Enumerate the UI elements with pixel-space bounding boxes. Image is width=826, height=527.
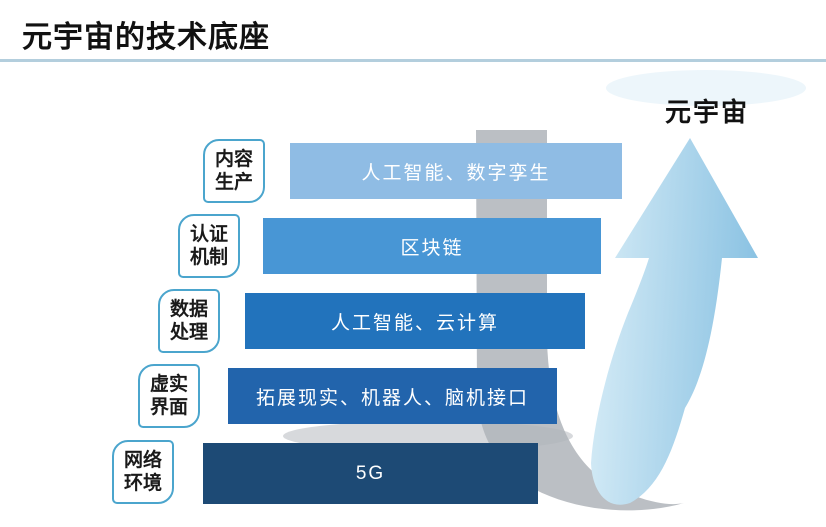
- label-line: 网络: [123, 449, 162, 471]
- layer-bar-data-processing: 人工智能、云计算: [245, 293, 585, 349]
- layer-label-network-environment: 网络 环境: [112, 440, 174, 504]
- layer-bar-text: 5G: [355, 462, 386, 484]
- label-line: 内容: [214, 148, 253, 170]
- label-line: 处理: [169, 322, 208, 343]
- title-underline: [0, 59, 826, 62]
- layer-bar-authentication: 区块链: [263, 218, 601, 274]
- layer-bar-text: 拓展现实、机器人、脑机接口: [255, 387, 529, 409]
- label-line: 数据: [169, 298, 208, 320]
- layer-bar-virtual-real-interface: 拓展现实、机器人、脑机接口: [228, 368, 557, 424]
- layer-bar-text: 区块链: [400, 237, 464, 259]
- layer-label-data-processing: 数据 处理: [158, 289, 220, 353]
- label-line: 环境: [123, 473, 162, 494]
- layer-bar-text: 人工智能、数字孪生: [361, 162, 551, 184]
- label-line: 认证: [189, 223, 228, 245]
- label-line: 生产: [214, 172, 253, 193]
- up-arrow-icon: [591, 138, 758, 505]
- layer-label-virtual-real-interface: 虚实 界面: [138, 364, 200, 428]
- haze-glow: [606, 70, 806, 106]
- metaverse-label: 元宇宙: [664, 97, 749, 127]
- layer-bar-content-production: 人工智能、数字孪生: [290, 143, 622, 199]
- label-line: 机制: [189, 247, 228, 268]
- page-title: 元宇宙的技术底座: [22, 21, 270, 54]
- label-line: 虚实: [149, 373, 188, 395]
- layer-bar-network-environment: 5G: [203, 443, 538, 504]
- layer-label-authentication: 认证 机制: [178, 214, 240, 278]
- label-line: 界面: [149, 397, 188, 418]
- layer-label-content-production: 内容 生产: [203, 139, 265, 203]
- layer-bar-text: 人工智能、云计算: [330, 312, 499, 334]
